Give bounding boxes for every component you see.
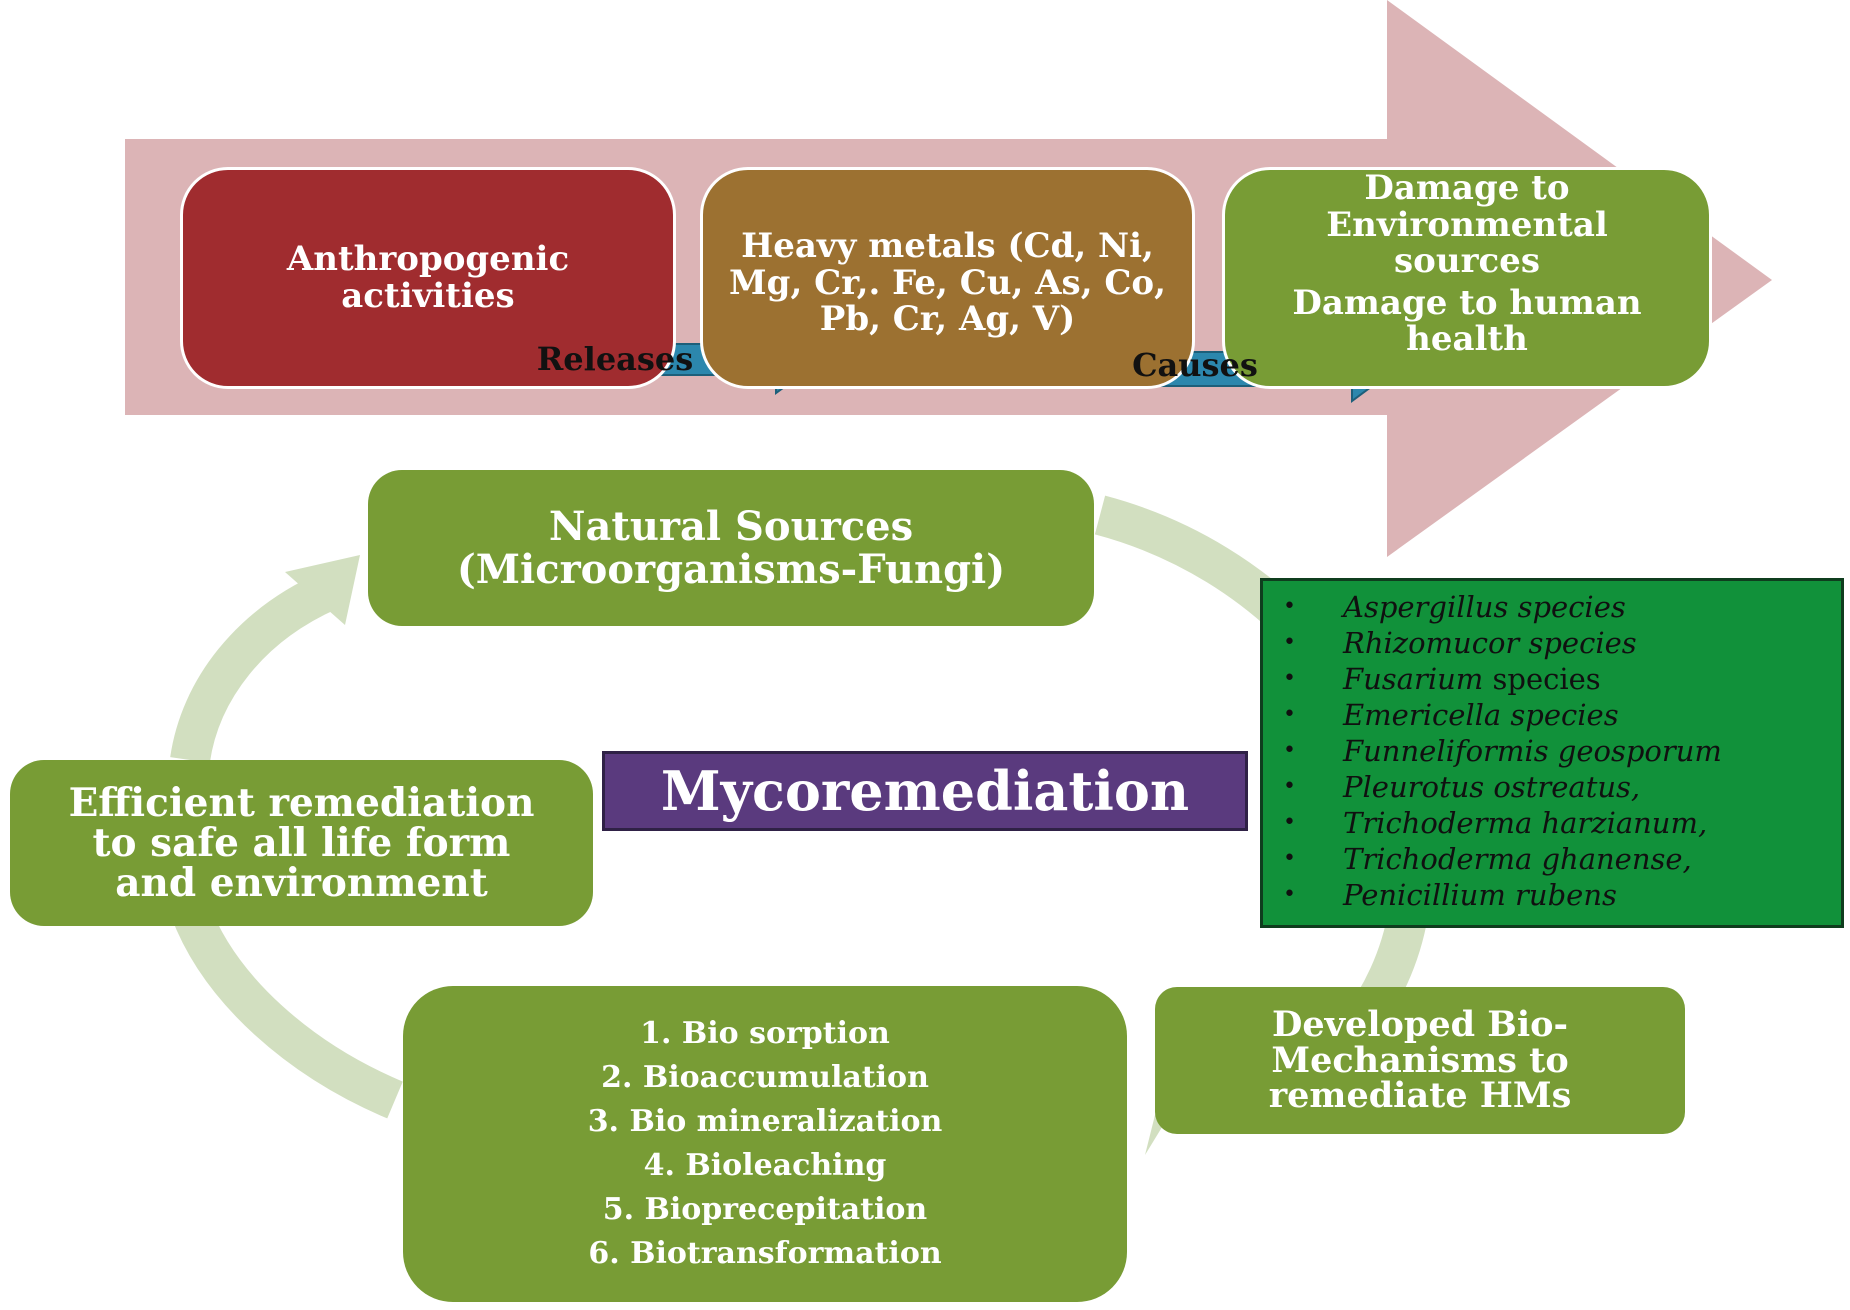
species-item: • Emericella species [1263,697,1841,733]
species-item: • Pleurotus ostreatus, [1263,769,1841,805]
bullet-icon: • [1283,810,1296,835]
natural-sources-line1: Natural Sources [548,502,914,550]
developed-mechanisms-box: Developed Bio- Mechanisms to remediate H… [1155,987,1685,1134]
mechanism-item: 3. Bio mineralization [587,1104,943,1139]
species-name: Emericella species [1343,698,1619,732]
anthropogenic-box: Anthropogenic activities [180,167,676,389]
heavy-metals-line1: Heavy metals (Cd, Ni, [741,226,1154,266]
fungi-species-box: •Aspergillus species•Rhizomucor species•… [1260,578,1844,928]
bullet-icon: • [1283,666,1296,691]
bullet-icon: • [1283,702,1296,727]
species-name: Funneliformis geosporum [1343,734,1722,768]
mechanism-item: 2. Bioaccumulation [601,1060,929,1095]
developed-line2: Mechanisms to [1271,1039,1569,1081]
heavy-metals-line3: Pb, Cr, Ag, V) [819,299,1076,340]
damage-line3: sources [1394,241,1540,282]
species-name: Rhizomucor species [1343,626,1637,660]
bullet-icon: • [1283,774,1296,799]
causes-label: Causes [1132,346,1258,384]
fungi-species-list: •Aspergillus species•Rhizomucor species•… [1263,589,1841,913]
natural-sources-box: Natural Sources (Microorganisms-Fungi) [368,470,1094,626]
species-name: Penicillium rubens [1343,878,1617,912]
heavy-metals-line2: Mg, Cr,. Fe, Cu, As, Co, [729,262,1166,303]
species-name: Fusarium [1343,662,1484,696]
mechanism-item: 1. Bio sorption [640,1016,890,1051]
species-name: Trichoderma ghanense, [1343,842,1692,876]
anthropogenic-line2: activities [341,276,515,316]
mechanism-item: 6. Biotransformation [588,1236,942,1271]
species-item: • Rhizomucor species [1263,625,1841,661]
bullet-icon: • [1283,630,1296,655]
mechanism-item: 5. Bioprecepitation [602,1192,928,1227]
bullet-icon: • [1283,846,1296,871]
bullet-icon: • [1283,738,1296,763]
efficient-line1: Efficient remediation [68,779,535,826]
heavy-metals-box: Heavy metals (Cd, Ni, Mg, Cr,. Fe, Cu, A… [700,167,1195,389]
species-name: Aspergillus species [1343,590,1626,624]
damage-line5: health [1406,319,1528,360]
species-name: Pleurotus ostreatus, [1343,770,1641,804]
species-name: Trichoderma harzianum, [1343,806,1708,840]
species-item: • Trichoderma ghanense, [1263,841,1841,877]
developed-line1: Developed Bio- [1271,1003,1568,1045]
species-item: • Fusarium species [1263,661,1841,697]
mechanism-item: 4. Bioleaching [643,1148,887,1183]
species-item: • Funneliformis geosporum [1263,733,1841,769]
species-item: • Penicillium rubens [1263,877,1841,913]
bullet-icon: • [1283,594,1296,619]
species-item: • Aspergillus species [1263,589,1841,625]
damage-line1: Damage to [1364,168,1570,208]
damage-line4: Damage to human [1292,282,1642,323]
efficient-line2: to safe all life form [92,819,511,866]
damage-line2: Environmental [1326,204,1608,245]
efficient-line3: and environment [115,860,488,907]
species-suffix: species [1483,662,1601,696]
developed-line3: remediate HMs [1268,1075,1572,1117]
natural-sources-line2: (Microorganisms-Fungi) [456,546,1006,593]
mycoremediation-title: Mycoremediation [602,751,1248,831]
efficient-remediation-box: Efficient remediation to safe all life f… [10,760,593,926]
anthropogenic-line1: Anthropogenic [286,239,570,280]
bullet-icon: • [1283,882,1296,907]
bio-mechanisms-box: 1. Bio sorption 2. Bioaccumulation 3. Bi… [403,986,1127,1302]
releases-label: Releases [536,340,694,378]
damage-box: Damage to Environmental sources Damage t… [1222,167,1712,389]
species-item: • Trichoderma harzianum, [1263,805,1841,841]
